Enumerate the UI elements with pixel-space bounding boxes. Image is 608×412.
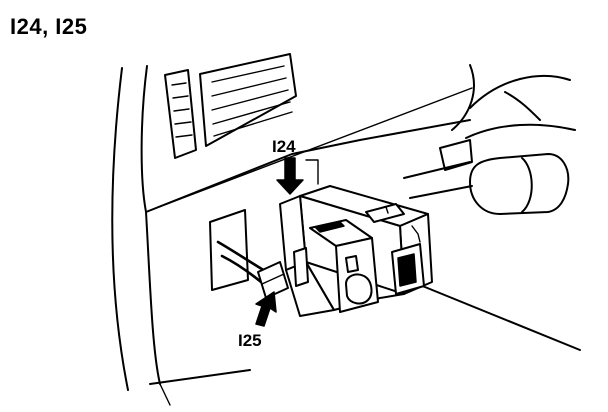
wire-harness: [216, 240, 289, 299]
dashboard-panel: [111, 64, 581, 406]
i25-arrow: [255, 291, 277, 327]
connector-i24: [365, 203, 405, 223]
switch-face: [293, 219, 425, 313]
i24-arrow: [276, 157, 304, 195]
callout-label-i24: I24: [272, 137, 296, 156]
callout-arrows: [255, 157, 319, 327]
air-vent: [164, 53, 297, 159]
panel-opening: [209, 209, 249, 291]
figure-title: I24, I25: [10, 14, 88, 39]
steering-column: [403, 74, 576, 215]
callout-label-i25: I25: [238, 331, 262, 350]
